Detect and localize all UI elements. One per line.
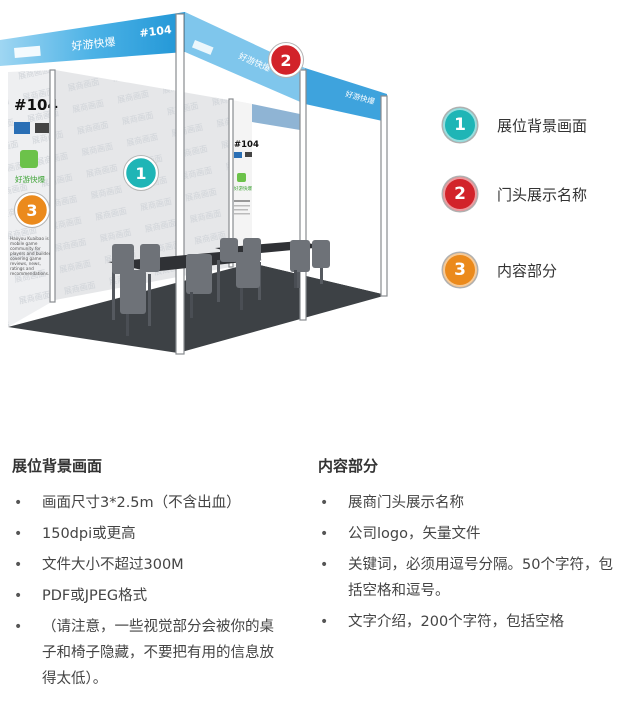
section-list: 画面尺寸3*2.5m（不含出血） 150dpi或更高 文件大小不超过300M P… <box>12 490 292 692</box>
legend-badge-2: 2 <box>443 177 477 211</box>
side-panel-booth-number: #104 <box>234 140 259 150</box>
fascia-front-brand: 好游快爆 <box>71 34 116 53</box>
list-item: 150dpi或更高 <box>12 521 292 547</box>
side-app-icon <box>237 173 246 182</box>
list-item: PDF或JPEG格式 <box>12 583 292 609</box>
list-item: 展商门头展示名称 <box>318 490 613 516</box>
marker-3: 3 <box>14 192 50 228</box>
list-item: 文字介绍，200个字符，包括空格 <box>318 609 613 635</box>
section-background: 展位背景画面 画面尺寸3*2.5m（不含出血） 150dpi或更高 文件大小不超… <box>12 455 292 697</box>
furniture <box>108 238 330 336</box>
content-panel: #104 好游快爆 Haoyou Kuaibao is a mobile gam… <box>10 96 58 276</box>
legend-item-2: 2 门头展示名称 <box>443 177 587 211</box>
list-item: 文件大小不超过300M <box>12 552 292 578</box>
fascia-side-2 <box>305 68 387 122</box>
content-panel-desc: Haoyou Kuaibao is a mobile game communit… <box>10 236 54 276</box>
marker-1: 1 <box>123 155 159 191</box>
booth-side-panel <box>232 100 252 266</box>
section-content: 内容部分 展商门头展示名称 公司logo，矢量文件 关键词，必须用逗号分隔。50… <box>318 455 613 640</box>
section-title: 展位背景画面 <box>12 457 103 475</box>
legend-label-3: 内容部分 <box>497 261 558 280</box>
app-icon <box>20 150 38 168</box>
side-partner-icon <box>245 152 252 157</box>
legend-label-2: 门头展示名称 <box>497 185 588 204</box>
brand-logo-icon <box>14 122 30 134</box>
side-logo-icon <box>234 152 242 158</box>
svg-text:3: 3 <box>26 201 37 220</box>
list-item: 公司logo，矢量文件 <box>318 521 613 547</box>
side-panel-brand: 好游快爆 <box>234 185 252 192</box>
content-panel-booth-number: #104 <box>14 96 58 114</box>
list-item: （请注意，一些视觉部分会被你的桌子和椅子隐藏，不要把有用的信息放得太低）。 <box>12 614 282 692</box>
legend-item-1: 1 展位背景画面 <box>443 108 587 142</box>
partner-logo-icon <box>35 123 49 133</box>
side-panel-content: #104 好游快爆 <box>234 140 259 215</box>
legend-item-3: 3 内容部分 <box>443 253 557 287</box>
list-item: 画面尺寸3*2.5m（不含出血） <box>12 490 292 516</box>
content-panel-brand: 好游快爆 <box>15 174 45 184</box>
section-list: 展商门头展示名称 公司logo，矢量文件 关键词，必须用逗号分隔。50个字符，包… <box>318 490 613 635</box>
booth-frame <box>49 13 388 355</box>
marker-2: 2 <box>268 42 304 78</box>
section-title: 内容部分 <box>318 457 379 475</box>
booth-illustration: 展商画面 #104 好游快爆 Haoyou Kuaibao is a mobil… <box>0 12 388 355</box>
fascia-front-number: #104 <box>139 23 173 40</box>
booth-floor <box>8 263 387 353</box>
fascia-front <box>0 12 185 66</box>
fascia-logo-icon <box>13 45 41 58</box>
svg-text:2: 2 <box>280 51 291 70</box>
list-item: 关键词，必须用逗号分隔。50个字符，包括空格和逗号。 <box>318 552 613 604</box>
legend-label-1: 展位背景画面 <box>497 116 588 135</box>
svg-text:1: 1 <box>135 164 146 183</box>
legend-badge-3: 3 <box>443 253 477 287</box>
fascia-side <box>185 12 305 104</box>
fascia-side-logo-icon <box>192 39 214 55</box>
booth-back-band <box>252 104 300 130</box>
legend-badge-1: 1 <box>443 108 477 142</box>
